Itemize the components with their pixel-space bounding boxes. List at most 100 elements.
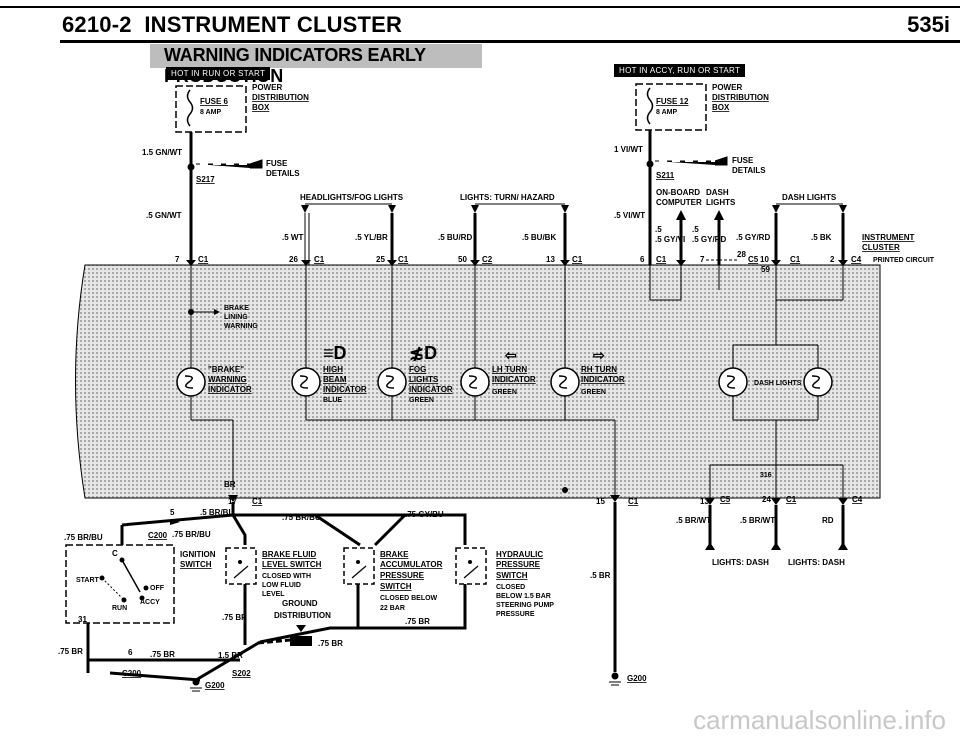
svg-text:S217: S217 (196, 175, 215, 184)
svg-text:7: 7 (700, 255, 705, 264)
page-title: 6210-2 INSTRUMENT CLUSTER (62, 12, 403, 37)
hydraulic-pressure-switch (455, 547, 487, 585)
svg-text:BRAKE FLUID: BRAKE FLUID (262, 550, 316, 559)
svg-text:CLUSTER: CLUSTER (862, 243, 900, 252)
svg-text:GROUND: GROUND (282, 599, 318, 608)
svg-text:8 AMP: 8 AMP (656, 109, 677, 116)
svg-text:7: 7 (175, 255, 180, 264)
svg-text:BELOW 1.5 BAR: BELOW 1.5 BAR (496, 593, 551, 600)
svg-text:CLOSED WITH: CLOSED WITH (262, 573, 311, 580)
svg-text:13: 13 (546, 255, 555, 264)
svg-text:SWITCH: SWITCH (180, 560, 212, 569)
svg-text:.75 BR: .75 BR (222, 613, 247, 622)
model-label: 535i (907, 12, 950, 37)
section-banner: WARNING INDICATORS EARLY PRODUCTION (150, 44, 482, 86)
svg-text:RUN: RUN (112, 605, 127, 612)
svg-text:LIGHTS: DASH: LIGHTS: DASH (788, 558, 845, 567)
svg-text:INSTRUMENT: INSTRUMENT (862, 233, 915, 242)
svg-text:5: 5 (170, 508, 175, 517)
svg-text:LOW FLUID: LOW FLUID (262, 582, 301, 589)
svg-text:LINING: LINING (224, 314, 248, 321)
svg-text:25: 25 (376, 255, 385, 264)
watermark: carmanualsonline.info (693, 705, 946, 735)
svg-text:.75 BR: .75 BR (58, 647, 83, 656)
ignition-switch-box (65, 544, 175, 624)
svg-text:.5 BR/WT: .5 BR/WT (676, 516, 711, 525)
svg-text:"BRAKE": "BRAKE" (208, 365, 244, 374)
svg-text:.5: .5 (655, 225, 662, 234)
svg-text:INDICATOR: INDICATOR (208, 385, 252, 394)
svg-text:.75 GY/BU: .75 GY/BU (405, 510, 444, 519)
svg-text:C1: C1 (198, 255, 209, 264)
svg-text:17: 17 (228, 497, 237, 506)
svg-text:PRESSURE: PRESSURE (496, 611, 535, 618)
brake-accumulator-switch (343, 547, 375, 585)
svg-text:.5 GY/RD: .5 GY/RD (736, 233, 770, 242)
svg-text:.75 BR: .75 BR (405, 617, 430, 626)
lh-turn-bulb (460, 367, 490, 397)
svg-text:2: 2 (830, 255, 835, 264)
fuse-box-left (175, 85, 247, 133)
svg-text:BEAM: BEAM (323, 375, 347, 384)
svg-text:.5 WT: .5 WT (282, 233, 303, 242)
svg-text:RH TURN: RH TURN (581, 365, 617, 374)
svg-text:IGNITION: IGNITION (180, 550, 216, 559)
brake-fluid-switch (225, 547, 257, 585)
rh-turn-bulb (550, 367, 580, 397)
svg-text:SWITCH: SWITCH (380, 582, 412, 591)
svg-text:.5 BR/WT: .5 BR/WT (740, 516, 775, 525)
fuse-left-amp: 8 AMP (200, 109, 221, 116)
left-arrow-icon: ⇦ (504, 347, 517, 363)
svg-text:SWITCH: SWITCH (496, 571, 528, 580)
svg-text:G200: G200 (627, 674, 647, 683)
svg-text:POWER: POWER (252, 83, 282, 92)
svg-text:1.5 GN/WT: 1.5 GN/WT (142, 148, 182, 157)
svg-text:28: 28 (737, 250, 746, 259)
svg-text:59: 59 (761, 265, 770, 274)
svg-text:DISTRIBUTION: DISTRIBUTION (712, 93, 769, 102)
svg-text:GREEN: GREEN (492, 389, 517, 396)
svg-text:HYDRAULIC: HYDRAULIC (496, 550, 543, 559)
svg-text:50: 50 (458, 255, 467, 264)
svg-text:INDICATOR: INDICATOR (581, 375, 625, 384)
svg-text:LEVEL: LEVEL (262, 591, 285, 598)
svg-text:1.5 BR: 1.5 BR (218, 651, 243, 660)
svg-text:DETAILS: DETAILS (266, 169, 300, 178)
svg-text:RD: RD (822, 516, 834, 525)
fuse-box-right (635, 83, 707, 131)
fog-light-icon: ≴D (409, 343, 437, 363)
svg-text:C4: C4 (852, 495, 863, 504)
svg-text:LIGHTS: LIGHTS (706, 198, 736, 207)
svg-text:.75 BR/BU: .75 BR/BU (64, 533, 103, 542)
svg-text:316: 316 (760, 472, 772, 479)
svg-text:6: 6 (640, 255, 645, 264)
svg-text:26: 26 (289, 255, 298, 264)
svg-text:.5 VI/WT: .5 VI/WT (614, 211, 645, 220)
svg-text:.5 GN/WT: .5 GN/WT (146, 211, 182, 220)
svg-text:DASH LIGHTS: DASH LIGHTS (754, 380, 802, 387)
svg-text:C1: C1 (786, 495, 797, 504)
svg-text:BOX: BOX (712, 103, 730, 112)
svg-text:C: C (112, 549, 118, 558)
svg-text:HIGH: HIGH (323, 365, 343, 374)
svg-text:.5 BR: .5 BR (590, 571, 611, 580)
svg-text:GREEN: GREEN (409, 397, 434, 404)
svg-text:.5 BK: .5 BK (811, 233, 832, 242)
fog-lights-bulb (377, 367, 407, 397)
svg-text:ON-BOARD: ON-BOARD (656, 188, 700, 197)
high-beam-bulb (291, 367, 321, 397)
svg-text:FOG: FOG (409, 365, 426, 374)
svg-text:31: 31 (78, 615, 87, 624)
svg-text:LEVEL SWITCH: LEVEL SWITCH (262, 560, 322, 569)
power-tag-right: HOT IN ACCY, RUN OR START (614, 64, 746, 77)
svg-text:LIGHTS: TURN/ HAZARD: LIGHTS: TURN/ HAZARD (460, 193, 555, 202)
svg-text:22 BAR: 22 BAR (380, 605, 405, 612)
right-arrow-icon: ⇨ (593, 347, 605, 363)
svg-text:BRAKE: BRAKE (224, 305, 249, 312)
fuse-left-name: FUSE 6 (200, 97, 229, 106)
svg-text:C5: C5 (720, 495, 731, 504)
svg-text:C4: C4 (851, 255, 862, 264)
svg-text:.75 BR/BU: .75 BR/BU (172, 530, 211, 539)
svg-text:STEERING PUMP: STEERING PUMP (496, 602, 554, 609)
